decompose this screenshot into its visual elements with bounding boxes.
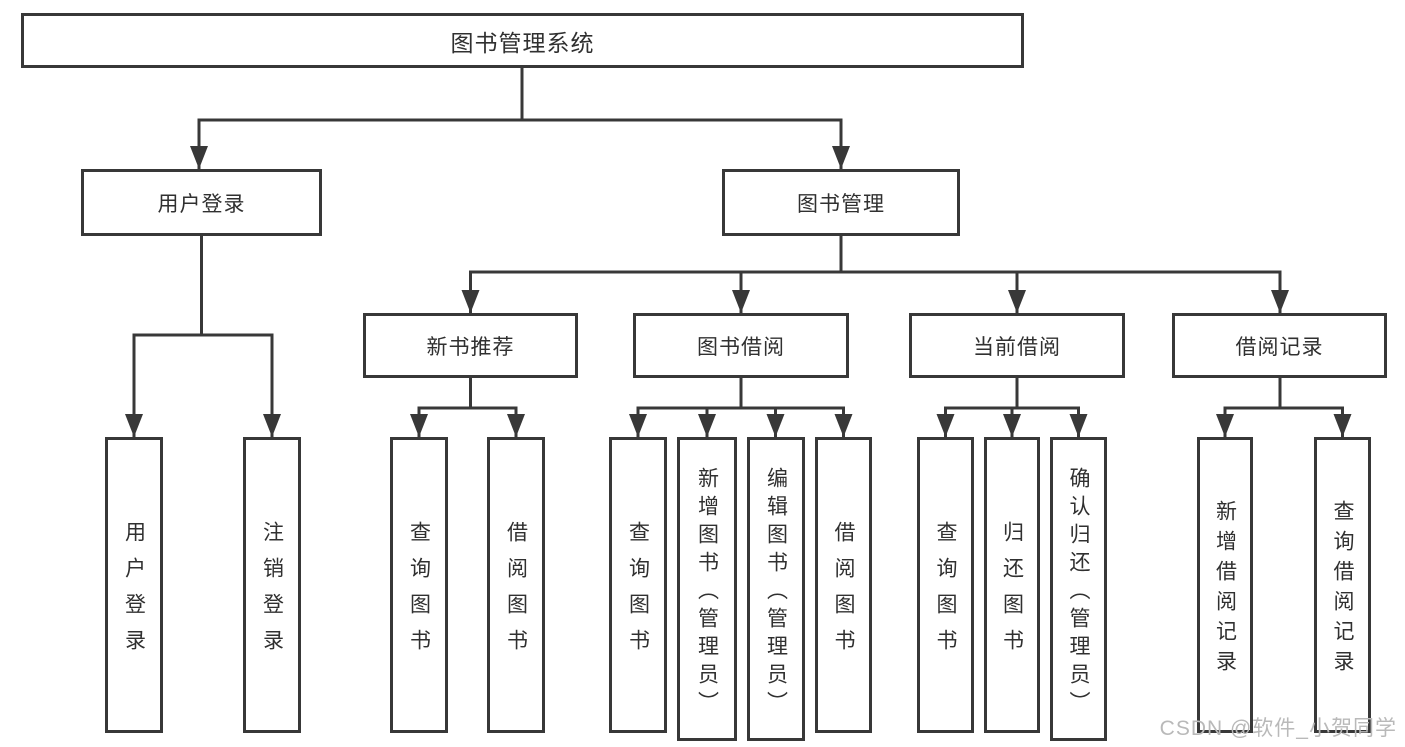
node-borrowing-records: 借阅记录 [1172,313,1387,378]
leaf-query-books-current: 查询图书 [917,437,974,733]
node-book-management: 图书管理 [722,169,960,236]
connector-book-borrow-fan [629,378,853,437]
leaf-query-books-borrow: 查询图书 [609,437,667,733]
node-new-book-recommendation: 新书推荐 [363,313,578,378]
connector-borrow-records-fan [1216,378,1352,437]
connector-user-login-fan [125,236,281,437]
connector-current-borrow-fan [936,378,1088,437]
leaf-return-books: 归还图书 [984,437,1040,733]
csdn-watermark: CSDN @软件_小贺同学 [1159,717,1397,740]
leaf-confirm-return-admin: 确认归还（管理员） [1050,437,1107,741]
leaf-borrow-books-borrow: 借阅图书 [815,437,872,733]
leaf-borrow-books-rec: 借阅图书 [487,437,545,733]
connector-new-book-rec-fan [410,378,525,437]
connector-root-to-level2 [190,68,850,169]
leaf-user-login: 用户登录 [105,437,163,733]
leaf-add-books-admin: 新增图书（管理员） [677,437,737,741]
leaf-add-borrow-record: 新增借阅记录 [1197,437,1253,733]
leaf-query-books-rec: 查询图书 [390,437,448,733]
node-root: 图书管理系统 [21,13,1024,68]
node-current-borrowing: 当前借阅 [909,313,1125,378]
node-book-borrowing: 图书借阅 [633,313,849,378]
leaf-query-borrow-record: 查询借阅记录 [1314,437,1371,733]
leaf-edit-books-admin: 编辑图书（管理员） [747,437,805,741]
leaf-logout: 注销登录 [243,437,301,733]
connector-book-mgmt-fan [461,236,1289,313]
node-user-login: 用户登录 [81,169,322,236]
